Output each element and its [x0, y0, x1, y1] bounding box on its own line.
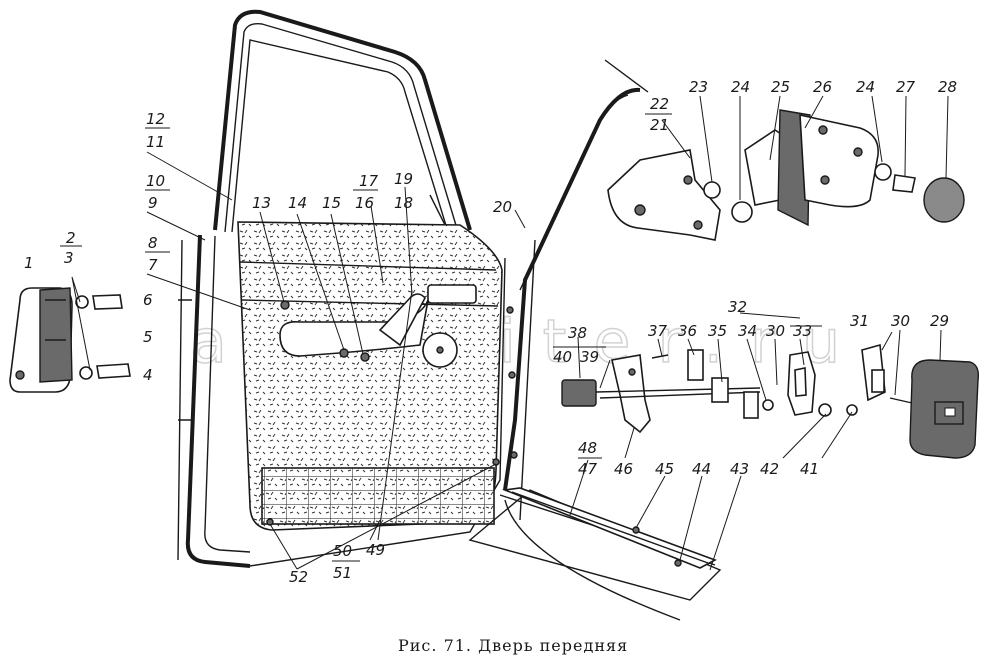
label-14: 14 [288, 194, 307, 212]
label-27: 27 [896, 78, 916, 96]
label-23: 23 [689, 78, 708, 96]
label-36: 36 [678, 322, 697, 340]
label-31: 31 [850, 312, 869, 330]
label-30b: 30 [766, 322, 785, 340]
label-41: 41 [800, 460, 819, 478]
label-24b: 24 [856, 78, 875, 96]
label-34: 34 [738, 322, 757, 340]
callout-labels: 1 2 3 4 5 6 7 8 9 10 11 12 13 14 15 16 1… [24, 78, 957, 586]
label-4: 4 [143, 366, 153, 384]
outside-handle [9, 287, 131, 393]
label-46: 46 [614, 460, 633, 478]
label-20: 20 [493, 198, 512, 216]
label-39: 39 [580, 348, 599, 366]
label-29: 29 [930, 312, 949, 330]
figure-caption: Рис. 71. Дверь передняя [398, 636, 628, 655]
label-16: 16 [355, 194, 374, 212]
label-33: 33 [793, 322, 812, 340]
label-38: 38 [568, 324, 587, 342]
label-separators [60, 113, 822, 562]
label-21: 21 [650, 116, 669, 134]
hinge-assembly [607, 109, 965, 241]
label-5: 5 [143, 328, 153, 346]
label-8: 8 [148, 234, 158, 252]
label-51: 51 [333, 564, 352, 582]
label-40: 40 [553, 348, 572, 366]
label-52: 52 [289, 568, 308, 586]
label-37: 37 [648, 322, 668, 340]
label-9: 9 [148, 194, 158, 212]
label-15: 15 [322, 194, 341, 212]
label-49: 49 [366, 541, 385, 559]
label-10: 10 [146, 172, 165, 190]
label-11: 11 [146, 133, 165, 151]
label-12: 12 [146, 110, 165, 128]
label-30a: 30 [891, 312, 910, 330]
leader-lines [71, 95, 949, 571]
label-45: 45 [655, 460, 674, 478]
label-48: 48 [578, 439, 597, 457]
label-24a: 24 [731, 78, 750, 96]
label-22: 22 [650, 95, 669, 113]
door-trim-panel [237, 221, 503, 531]
label-19: 19 [394, 170, 413, 188]
door-lock-parts [561, 343, 980, 567]
label-28: 28 [938, 78, 957, 96]
label-25: 25 [771, 78, 790, 96]
label-13: 13 [252, 194, 271, 212]
label-2: 2 [66, 229, 76, 247]
label-18: 18 [394, 194, 413, 212]
label-17: 17 [359, 172, 379, 190]
label-50: 50 [333, 542, 352, 560]
label-44: 44 [692, 460, 711, 478]
label-47: 47 [578, 460, 598, 478]
label-6: 6 [143, 291, 153, 309]
label-26: 26 [813, 78, 832, 96]
sill-molding [501, 487, 717, 569]
label-35: 35 [708, 322, 727, 340]
label-32: 32 [728, 298, 747, 316]
label-43: 43 [730, 460, 749, 478]
label-7: 7 [148, 256, 158, 274]
label-42: 42 [760, 460, 779, 478]
label-1: 1 [24, 254, 34, 272]
label-3: 3 [64, 249, 74, 267]
